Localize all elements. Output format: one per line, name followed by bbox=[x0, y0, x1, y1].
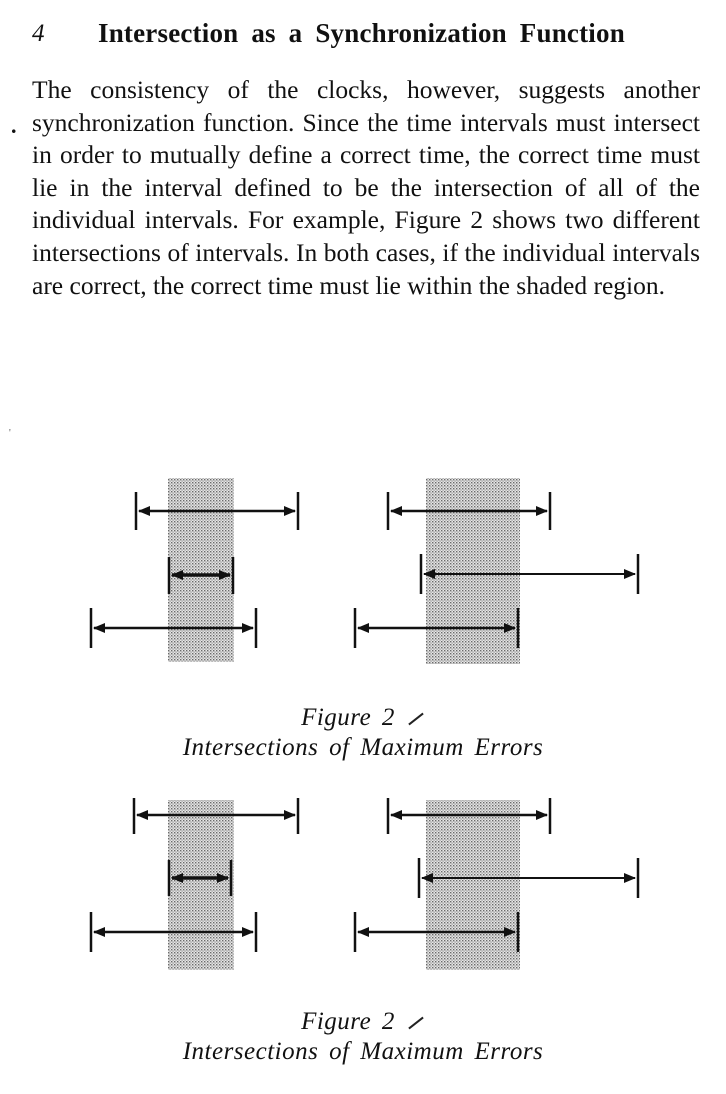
margin-tick-mark: ' bbox=[9, 428, 11, 439]
figure-caption-label: Figure 2 bbox=[301, 704, 395, 731]
shaded-intersection-left bbox=[168, 478, 234, 662]
interval-diagram bbox=[89, 798, 640, 970]
interval-right-2 bbox=[419, 554, 640, 594]
interval-diagram bbox=[89, 478, 640, 664]
stray-dot-mark: . bbox=[11, 113, 17, 138]
interval-right-1 bbox=[386, 798, 552, 834]
figure-intervals-2 bbox=[0, 796, 726, 976]
interval-right-3 bbox=[353, 912, 520, 952]
page-header: 4 Intersection as a Synchronization Func… bbox=[32, 18, 702, 54]
interval-right-3 bbox=[353, 608, 520, 648]
figure-caption-title: Intersections of Maximum Errors bbox=[182, 734, 544, 761]
interval-left-3 bbox=[89, 912, 258, 952]
shaded-intersection-right bbox=[426, 800, 520, 970]
interval-right-1 bbox=[386, 492, 552, 530]
figure-caption-label: Figure 2 bbox=[301, 1008, 395, 1035]
figure-caption-title: Intersections of Maximum Errors bbox=[182, 1038, 544, 1065]
interval-left-1 bbox=[134, 492, 300, 530]
figure-caption-2: Figure 2 Intersections of Maximum Errors bbox=[0, 1008, 726, 1066]
shaded-intersection-right bbox=[426, 478, 520, 664]
slash-mark bbox=[408, 712, 424, 726]
page-number: 4 bbox=[32, 20, 45, 47]
interval-left-2 bbox=[167, 557, 235, 594]
body-paragraph: The consistency of the clocks, however, … bbox=[32, 75, 700, 300]
figure-intervals-1 bbox=[0, 470, 726, 670]
interval-right-2 bbox=[417, 858, 640, 898]
figure-caption-1: Figure 2 Intersections of Maximum Errors bbox=[0, 704, 726, 762]
slash-mark bbox=[408, 1016, 424, 1030]
running-title: Intersection as a Synchronization Functi… bbox=[98, 18, 625, 48]
interval-left-3 bbox=[89, 608, 258, 648]
interval-left-1 bbox=[132, 798, 300, 834]
shaded-intersection-left bbox=[168, 800, 234, 970]
interval-left-2 bbox=[167, 860, 233, 896]
